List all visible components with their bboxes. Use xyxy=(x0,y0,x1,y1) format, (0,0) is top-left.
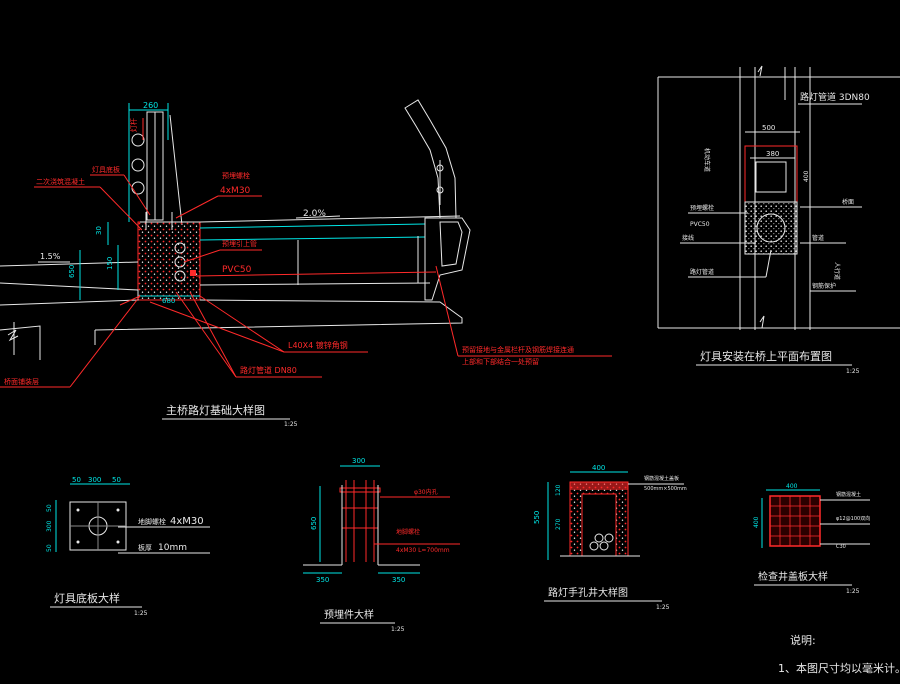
bp-dim-d: 50 xyxy=(46,504,53,512)
dim-top-260: 260 xyxy=(143,101,158,110)
hh-title: 路灯手孔井大样图 xyxy=(548,586,628,599)
label-lamp-post: 灯杆 xyxy=(129,118,138,132)
cv-label-a: 钢筋混凝土 xyxy=(836,491,861,498)
plan-label-base: 预埋螺栓 xyxy=(690,204,714,212)
label-deck: 桥面铺装层 xyxy=(4,377,39,386)
foundation-block xyxy=(137,221,201,301)
bp-dim-e: 300 xyxy=(46,520,53,532)
em-dim-h: 650 xyxy=(310,517,318,530)
plan-dim-h: 400 xyxy=(803,170,810,182)
label-pvc: PVC50 xyxy=(222,265,252,275)
plan-label-bridge: 桥面 xyxy=(842,198,854,206)
plan-dim-380: 380 xyxy=(766,150,779,158)
bp-plate-spec: 10mm xyxy=(158,543,187,553)
plan-title: 灯具安装在桥上平面布置图 xyxy=(700,349,832,363)
plan-label-road: 人行道 xyxy=(833,262,841,280)
cv-dim-top: 400 xyxy=(786,483,798,490)
cv-plate xyxy=(769,495,821,547)
cv-label-c: C30 xyxy=(836,544,846,550)
cv-dim-left: 400 xyxy=(753,516,760,528)
label-pipe: 路灯管道 DN80 xyxy=(240,365,297,375)
notes: 说明: 1、本图尺寸均以毫米计。 xyxy=(778,633,900,675)
em-scale: 1:25 xyxy=(391,626,405,633)
main-title: 主桥路灯基础大样图 xyxy=(166,403,265,417)
dim-h2: 150 xyxy=(106,257,114,270)
plan-pipe-circle xyxy=(756,213,786,243)
dim-width-680: 680 xyxy=(162,297,175,305)
hand-hole-detail: 400 550 120 270 钢筋混凝土盖板 500mm×500mm 路灯手孔… xyxy=(533,464,687,611)
notes-line1: 1、本图尺寸均以毫米计。 xyxy=(778,661,900,675)
cv-scale: 1:25 xyxy=(846,588,860,595)
bp-dim-a: 50 xyxy=(72,476,81,484)
barrier-post xyxy=(404,99,457,219)
bp-scale: 1:25 xyxy=(134,610,148,617)
lamp-ring-3 xyxy=(131,181,145,195)
main-foundation-detail: 260 2.0% xyxy=(0,99,612,428)
label-lamp-base: 灯具底板 xyxy=(92,165,120,174)
hh-dim-top: 400 xyxy=(592,464,605,472)
hh-scale: 1:25 xyxy=(656,604,670,611)
dim-h3: 650 xyxy=(68,265,76,278)
bp-title: 灯具底板大样 xyxy=(54,591,120,605)
dim-h1: 30 xyxy=(95,226,103,235)
em-label-b: 地脚螺栓 xyxy=(396,528,420,536)
hh-dim-h3: 270 xyxy=(555,518,562,530)
bp-dim-f: 50 xyxy=(46,544,53,552)
leaders-left: 灯杆 灯具底板 二次浇筑混凝土 桥面铺装层 xyxy=(0,118,151,388)
label-second-pour: 二次浇筑混凝土 xyxy=(36,177,85,186)
plan-layout-detail: 路灯管道 3DN80 500 380 400 机动车道 预埋螺栓 PVC50 接… xyxy=(657,65,900,375)
hh-dim-h2: 120 xyxy=(555,484,562,496)
cv-label-b: φ12@100双向 xyxy=(836,515,870,522)
slope-left: 1.5% xyxy=(40,252,61,261)
em-label-c: 4xM30 L=700mm xyxy=(396,547,450,554)
bp-bolt: 地脚螺栓 xyxy=(138,517,166,526)
em-dim-top: 300 xyxy=(352,457,365,465)
label-steel: L40X4 镀锌角钢 xyxy=(288,340,348,350)
notes-header: 说明: xyxy=(790,633,816,647)
embed-detail: 300 650 350 350 φ30内孔 地脚螺栓 4xM30 L=700mm… xyxy=(303,457,460,633)
plan-dim-500: 500 xyxy=(762,124,775,132)
hh-label-b: 500mm×500mm xyxy=(644,486,687,492)
label-bolt: 4xM30 xyxy=(220,186,251,196)
em-dim-r: 350 xyxy=(392,576,405,584)
em-dim-l: 350 xyxy=(316,576,329,584)
label-note-2: 上部和下部结合一处预留 xyxy=(462,357,539,366)
plan-label-steel: 钢筋保护 xyxy=(812,282,836,290)
cover-detail: 400 400 钢筋混凝土 φ12@100双向 C30 检查井盖板大样 1:25 xyxy=(753,483,870,595)
plan-pipe: 路灯管道 3DN80 xyxy=(800,91,870,103)
plan-hand-hole xyxy=(744,201,798,255)
lamp-ring-1 xyxy=(131,133,145,147)
plan-label-cable: 路灯管道 xyxy=(690,268,714,276)
plan-label-pipe: 管道 xyxy=(812,234,824,242)
bp-dim-b: 300 xyxy=(88,476,101,484)
plan-side: 机动车道 xyxy=(703,148,711,172)
hh-walls xyxy=(569,481,629,557)
bp-bolt-spec: 4xM30 xyxy=(170,516,204,527)
plan-label-pvc: PVC50 xyxy=(690,221,710,228)
base-plate-detail: 50 300 50 50 300 50 地脚螺栓 4xM30 板厚 10mm 灯… xyxy=(46,476,210,617)
slope-deck: 2.0% xyxy=(303,209,326,219)
hh-label-a: 钢筋混凝土盖板 xyxy=(644,475,679,482)
leaders-right: 预埋螺栓 4xM30 预埋引上管 PVC50 L40X4 镀锌角钢 路灯管道 D… xyxy=(149,171,612,378)
bp-dim-c: 50 xyxy=(112,476,121,484)
cv-title: 检查井盖板大样 xyxy=(758,570,828,583)
em-title: 预埋件大样 xyxy=(324,608,374,621)
em-label-a: φ30内孔 xyxy=(414,488,438,496)
label-anchor: 预埋螺栓 xyxy=(222,171,250,180)
label-conduit: 预埋引上管 xyxy=(222,239,257,248)
label-note-1: 预留接地与金属栏杆及钢筋焊接连通 xyxy=(462,345,574,354)
plan-inner xyxy=(755,161,787,193)
bp-plate-label: 板厚 xyxy=(138,543,152,552)
lamp-ring-2 xyxy=(131,158,145,172)
hh-dim-h1: 550 xyxy=(533,511,541,524)
plan-label-well: 接线 xyxy=(682,234,694,242)
main-scale: 1:25 xyxy=(284,421,298,428)
plan-scale: 1:25 xyxy=(846,368,860,375)
